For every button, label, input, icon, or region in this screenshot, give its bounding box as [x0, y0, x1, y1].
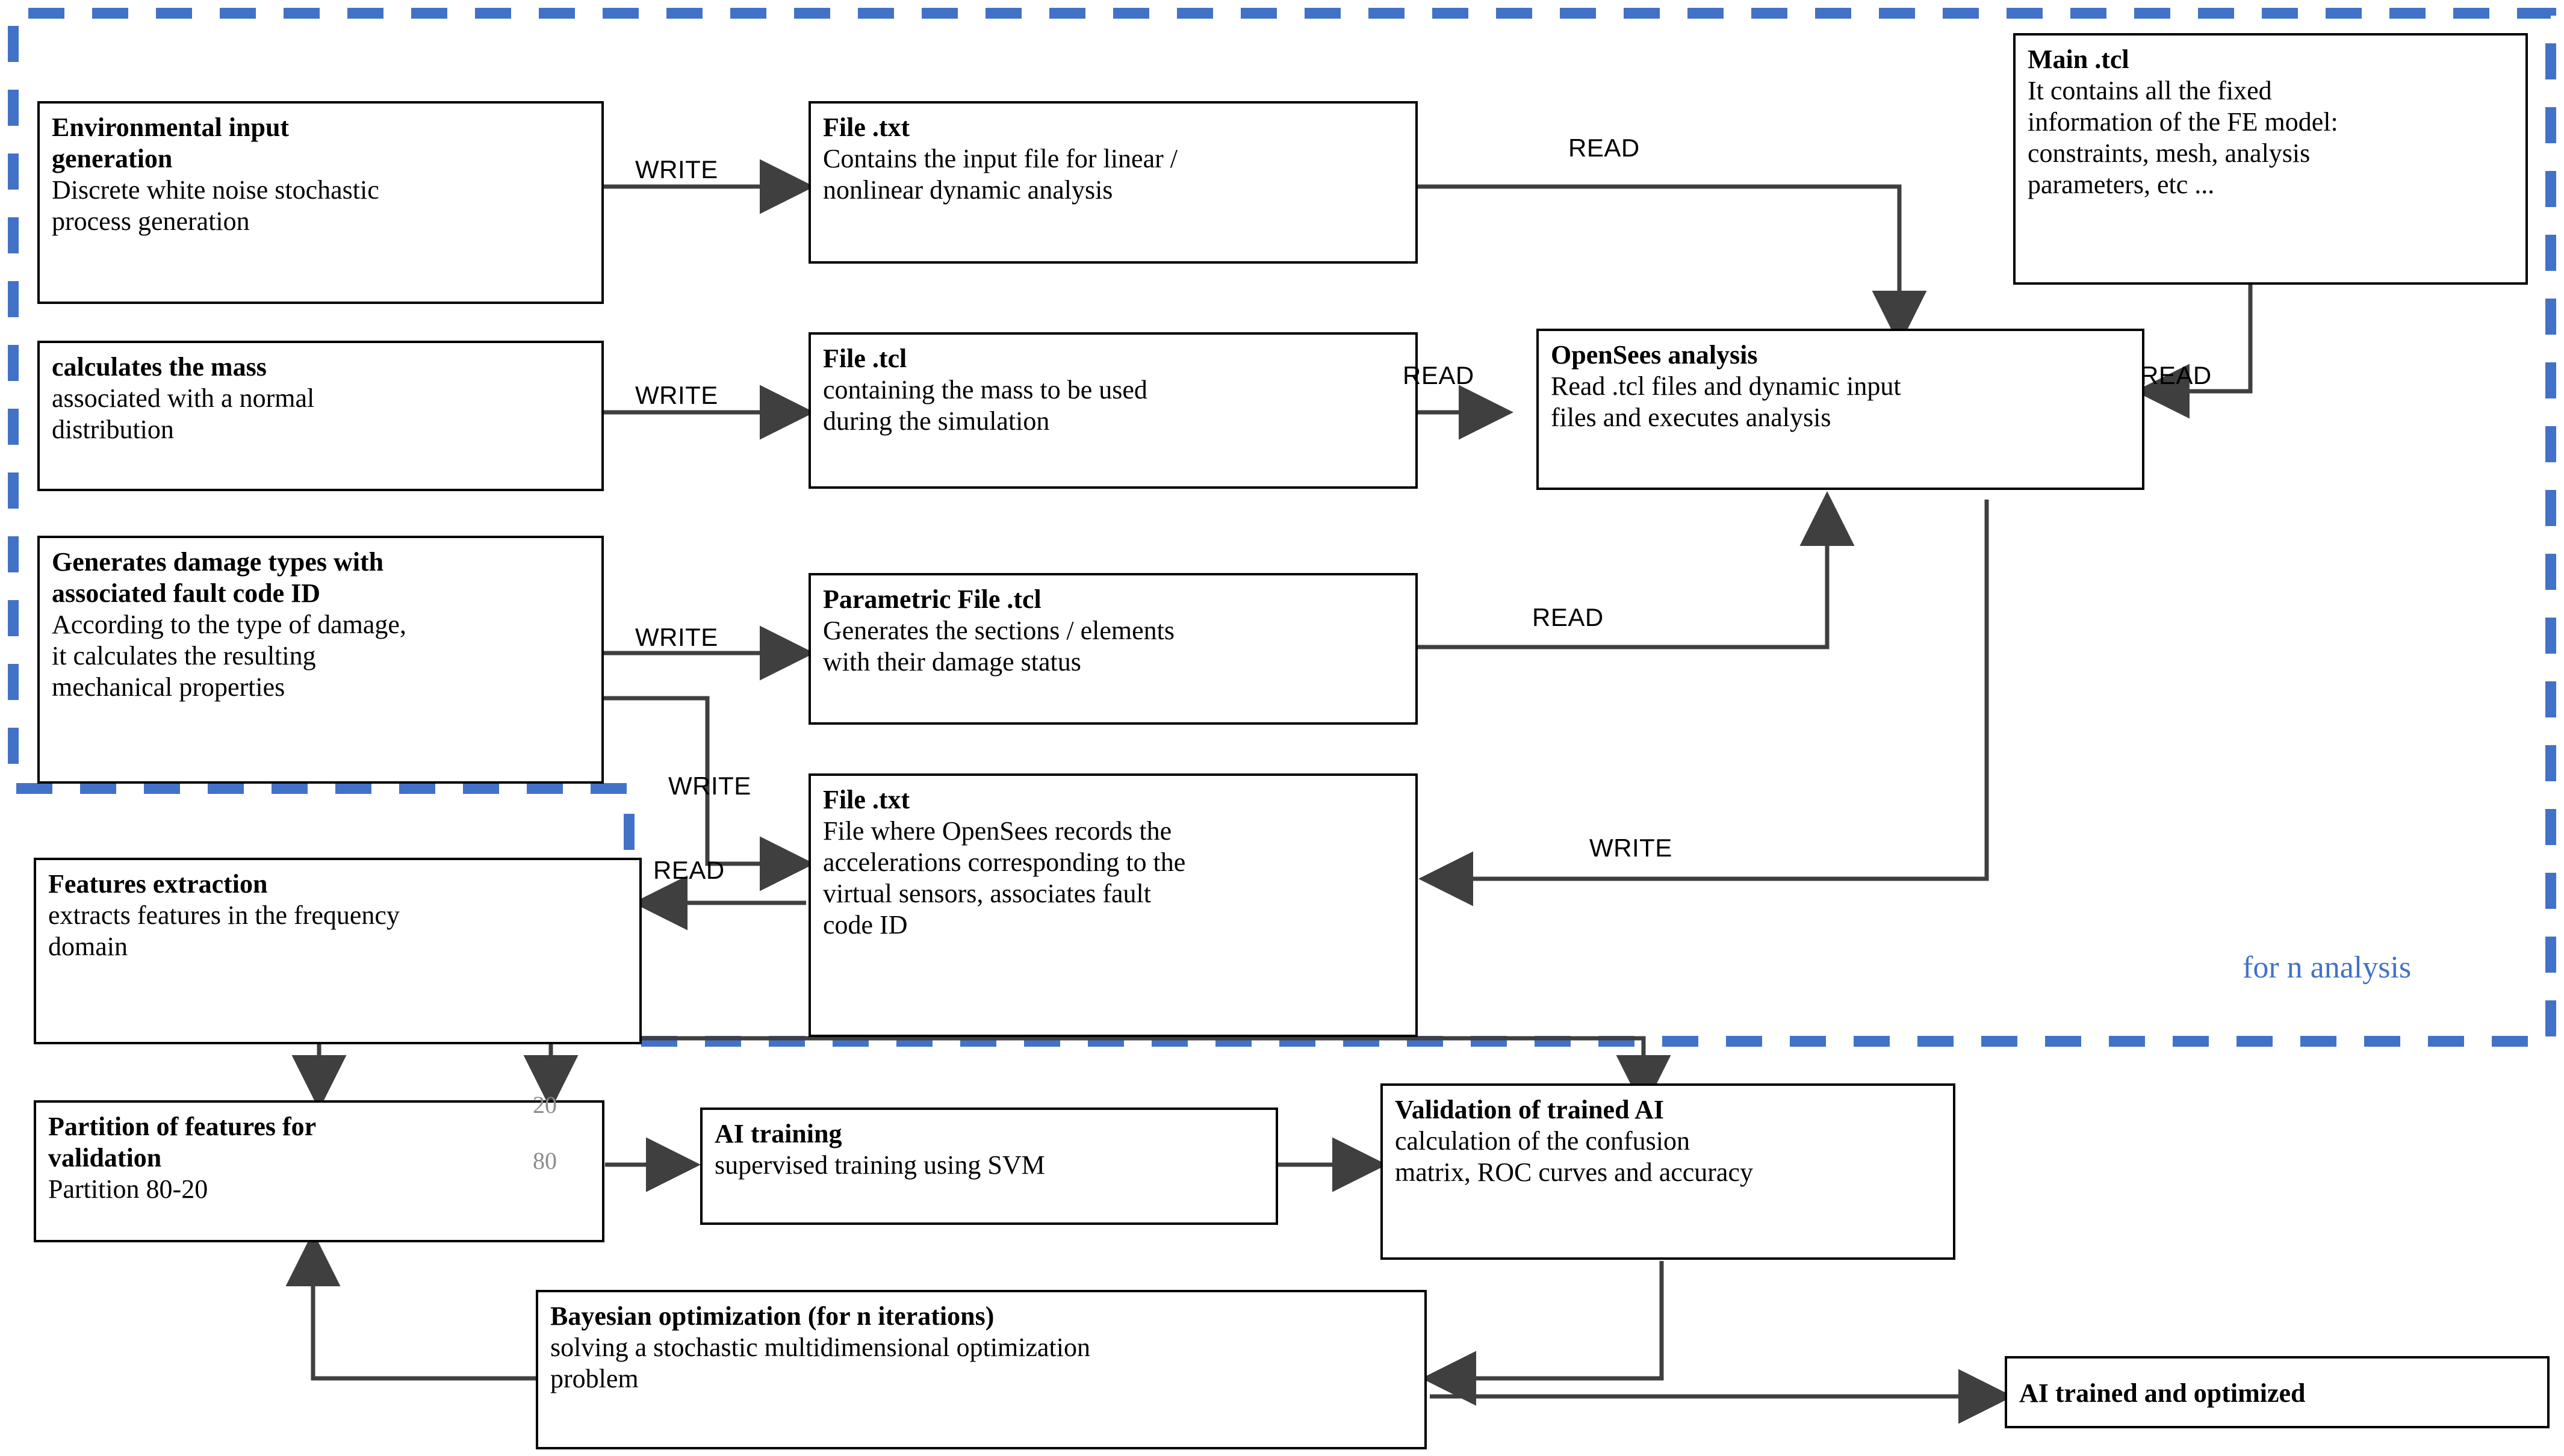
edge-label-write-3: WRITE: [635, 623, 718, 651]
edge-label-read-5: READ: [653, 856, 725, 884]
node-title: File .tcl: [823, 344, 907, 373]
node-desc: containing the mass to be used during th…: [823, 374, 1147, 436]
node-calculates-the-mass[interactable]: calculates the mass associated with a no…: [37, 341, 604, 491]
node-file-tcl-mass[interactable]: File .tcl containing the mass to be used…: [809, 332, 1418, 489]
edge-label-write-4: WRITE: [668, 772, 751, 800]
node-title: calculates the mass: [52, 352, 267, 382]
node-title: Partition of features for validation: [48, 1112, 317, 1173]
node-title: Generates damage types with associated f…: [52, 547, 384, 608]
node-desc: extracts features in the frequency domai…: [48, 900, 400, 961]
node-environmental-input-generation[interactable]: Environmental input generation Discrete …: [37, 101, 604, 304]
node-title: AI training: [715, 1119, 842, 1148]
node-desc: Read .tcl files and dynamic input files …: [1551, 371, 1901, 432]
node-validation-of-trained-ai[interactable]: Validation of trained AI calculation of …: [1380, 1083, 1955, 1260]
node-parametric-file-tcl[interactable]: Parametric File .tcl Generates the secti…: [809, 573, 1418, 725]
split-ratio-training: 80: [533, 1147, 557, 1174]
node-title: Main .tcl: [2028, 45, 2129, 74]
node-title: Features extraction: [48, 869, 268, 899]
edge-label-read-4: READ: [1532, 603, 1604, 631]
node-title: Validation of trained AI: [1395, 1095, 1665, 1124]
node-title: File .txt: [823, 113, 910, 142]
node-ai-training[interactable]: AI training supervised training using SV…: [700, 1107, 1278, 1225]
node-file-txt-input[interactable]: File .txt Contains the input file for li…: [809, 101, 1418, 264]
node-partition-of-features[interactable]: Partition of features for validation Par…: [34, 1100, 604, 1242]
node-desc: calculation of the confusion matrix, ROC…: [1395, 1126, 1753, 1187]
node-desc: Generates the sections / elements with t…: [823, 615, 1175, 677]
node-ai-trained-and-optimized[interactable]: AI trained and optimized: [2005, 1356, 2550, 1428]
split-ratio-validation: 20: [533, 1091, 557, 1118]
node-features-extraction[interactable]: Features extraction extracts features in…: [34, 858, 642, 1044]
node-desc: Contains the input file for linear / non…: [823, 143, 1178, 205]
node-opensees-analysis[interactable]: OpenSees analysis Read .tcl files and dy…: [1536, 329, 2144, 490]
edge-label-write-5: WRITE: [1589, 834, 1672, 862]
node-title: Environmental input generation: [52, 113, 290, 173]
node-desc: associated with a normal distribution: [52, 383, 315, 444]
node-desc: It contains all the fixed information of…: [2028, 75, 2338, 199]
node-bayesian-optimization[interactable]: Bayesian optimization (for n iterations)…: [536, 1290, 1427, 1449]
node-main-tcl[interactable]: Main .tcl It contains all the fixed info…: [2013, 33, 2528, 285]
edge-label-read-3: READ: [2140, 361, 2212, 389]
region-label-for-n-analysis: for n analysis: [2243, 950, 2412, 985]
node-file-txt-output[interactable]: File .txt File where OpenSees records th…: [809, 773, 1418, 1037]
node-desc: Partition 80-20: [48, 1174, 208, 1204]
edge-label-write-2: WRITE: [635, 381, 718, 409]
edge-label-read-2: READ: [1403, 361, 1474, 389]
node-title: Parametric File .tcl: [823, 584, 1041, 614]
edge-label-write-1: WRITE: [635, 155, 718, 184]
node-desc: According to the type of damage, it calc…: [52, 609, 406, 702]
node-title: OpenSees analysis: [1551, 340, 1758, 370]
node-title: Bayesian optimization (for n iterations): [550, 1301, 995, 1331]
edge-label-read-1: READ: [1568, 134, 1640, 162]
node-desc: File where OpenSees records the accelera…: [823, 816, 1186, 940]
node-desc: supervised training using SVM: [715, 1150, 1045, 1180]
node-title: File .txt: [823, 785, 910, 814]
node-generates-damage-types[interactable]: Generates damage types with associated f…: [37, 536, 604, 784]
node-desc: solving a stochastic multidimensional op…: [550, 1332, 1090, 1393]
node-title: AI trained and optimized: [2019, 1378, 2306, 1408]
node-desc: Discrete white noise stochastic process …: [52, 175, 379, 236]
